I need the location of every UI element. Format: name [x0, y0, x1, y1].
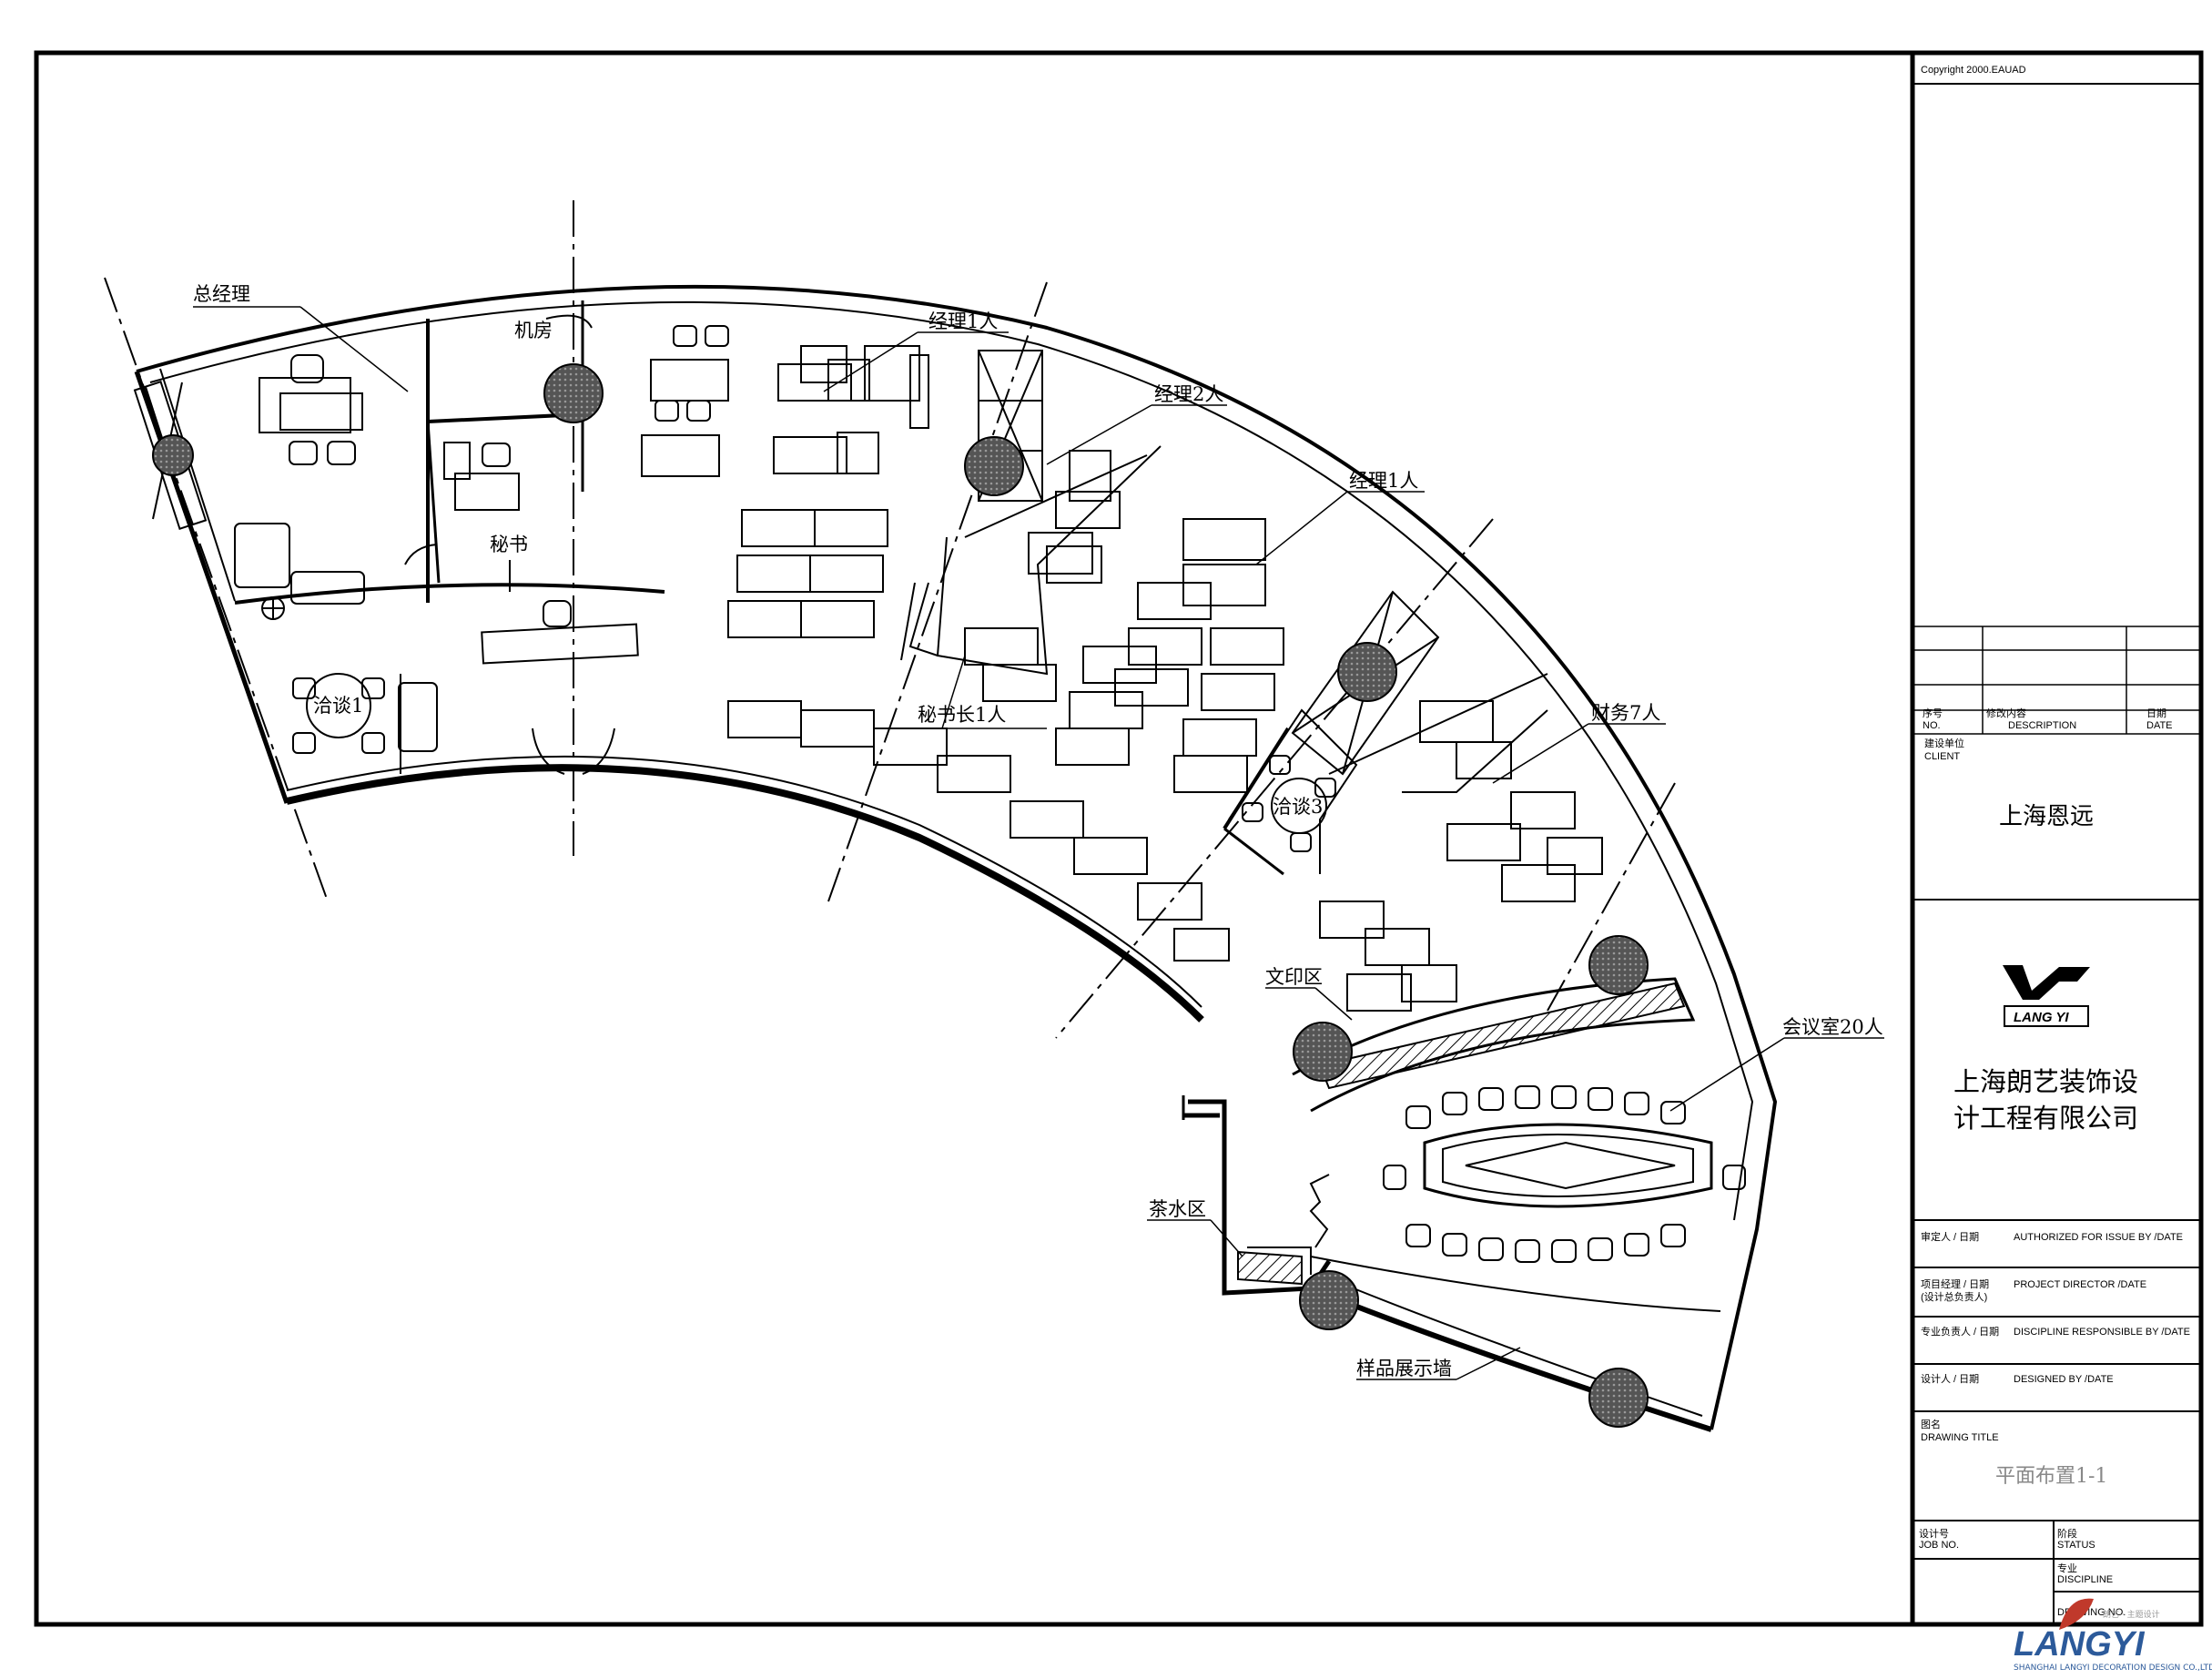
label-manager1-a: 经理1人 — [928, 310, 998, 332]
rev-no-cn: 序号 — [1923, 707, 1943, 719]
negotiation-1-furniture — [292, 673, 438, 754]
label-gm: 总经理 — [193, 283, 250, 305]
negotiation-3-furniture — [1242, 755, 1336, 852]
director: PROJECT DIRECTOR /DATE — [2014, 1279, 2146, 1290]
client-label: CLIENT — [1924, 751, 1960, 762]
watermark-sub: SHANGHAI LANGYI DECORATION DESIGN CO.,LT… — [2014, 1664, 2212, 1673]
rev-desc: DESCRIPTION — [2008, 720, 2076, 731]
rev-date-cn: 日期 — [2146, 707, 2166, 719]
workstations — [641, 325, 1603, 1012]
label-print: 文印区 — [1265, 966, 1323, 988]
status-cn: 阶段 — [2057, 1527, 2077, 1540]
label-server: 机房 — [514, 320, 553, 341]
title-block-text: Copyright 2000.EAUAD 序号 NO. 修改内容 DESCRIP… — [1919, 65, 2190, 1618]
label-tea: 茶水区 — [1149, 1198, 1206, 1220]
company-name-line1: 上海朗艺装饰设 — [1953, 1066, 2138, 1097]
gm-office-furniture — [234, 354, 365, 620]
watermark-tag: 朗艺 · 主题设计 — [2103, 1609, 2160, 1620]
client-name: 上海恩远 — [1999, 803, 2094, 830]
label-negotiation3: 洽谈3 — [1273, 796, 1323, 818]
label-leaders — [193, 306, 1884, 1380]
label-meeting: 会议室20人 — [1782, 1016, 1883, 1038]
rev-desc-cn: 修改内容 — [1986, 707, 2026, 719]
label-secgen: 秘书长1人 — [918, 704, 1006, 726]
label-secretary: 秘书 — [490, 534, 528, 555]
watermark-brand: LANGYI — [2014, 1625, 2146, 1664]
sheet-border — [34, 50, 2204, 1627]
director-cn: 项目经理 / 日期 — [1921, 1278, 1989, 1290]
glass-panels — [133, 350, 1686, 1286]
label-sample-wall: 样品展示墙 — [1356, 1358, 1452, 1379]
company-logo: LANG YI — [2003, 965, 2090, 1027]
reception-desk — [481, 623, 639, 665]
label-finance: 财务7人 — [1591, 702, 1660, 724]
director-sub: (设计总负责人) — [1921, 1290, 1987, 1303]
room-labels: 总经理 机房 秘书 经理1人 经理2人 经理1人 秘书长1人 洽谈1 洽谈3 财… — [193, 283, 1883, 1379]
watermark: LANGYI 朗艺 · 主题设计 SHANGHAI LANGYI DECORAT… — [2014, 1598, 2212, 1673]
axis-lines — [104, 200, 1676, 1039]
leaf-icon — [2059, 1598, 2094, 1630]
drawing-name: 平面布置1-1 — [1995, 1465, 2107, 1488]
company-name-line2: 计工程有限公司 — [1953, 1103, 2138, 1134]
floor-plan — [104, 200, 1884, 1432]
drawing-title-cn: 图名 — [1921, 1418, 1941, 1430]
label-manager1-b: 经理1人 — [1349, 470, 1418, 492]
rev-date: DATE — [2146, 720, 2173, 731]
meeting-table — [1383, 1085, 1746, 1263]
status: STATUS — [2057, 1540, 2095, 1551]
logo-text: LANG YI — [2014, 1010, 2069, 1025]
client-cn: 建设单位 — [1924, 737, 1964, 749]
structural-columns — [152, 363, 1649, 1428]
label-manager2: 经理2人 — [1154, 383, 1223, 405]
designed: DESIGNED BY /DATE — [2014, 1374, 2114, 1385]
title-block — [1913, 83, 2201, 1624]
discipline-cn: 专业 — [2057, 1562, 2077, 1574]
discipline-resp: DISCIPLINE RESPONSIBLE BY /DATE — [2014, 1327, 2190, 1338]
drawing-title: DRAWING TITLE — [1921, 1432, 1999, 1443]
job-no: JOB NO. — [1919, 1540, 1959, 1551]
secretary-furniture — [443, 442, 520, 511]
authorized: AUTHORIZED FOR ISSUE BY /DATE — [2014, 1232, 2183, 1243]
authorized-cn: 审定人 / 日期 — [1921, 1230, 1979, 1243]
copyright: Copyright 2000.EAUAD — [1921, 65, 2026, 76]
outer-facade-wall — [136, 284, 1778, 1430]
discipline-resp-cn: 专业负责人 / 日期 — [1921, 1325, 1999, 1338]
job-no-cn: 设计号 — [1919, 1528, 1949, 1540]
inner-curved-wall — [286, 764, 1204, 1023]
outer-facade-glass — [149, 300, 1754, 1221]
label-negotiation1: 洽谈1 — [313, 695, 363, 717]
rev-no: NO. — [1923, 720, 1941, 731]
inner-curved-wall-edge — [286, 755, 1202, 1008]
designed-cn: 设计人 / 日期 — [1921, 1373, 1979, 1385]
discipline: DISCIPLINE — [2057, 1574, 2113, 1585]
